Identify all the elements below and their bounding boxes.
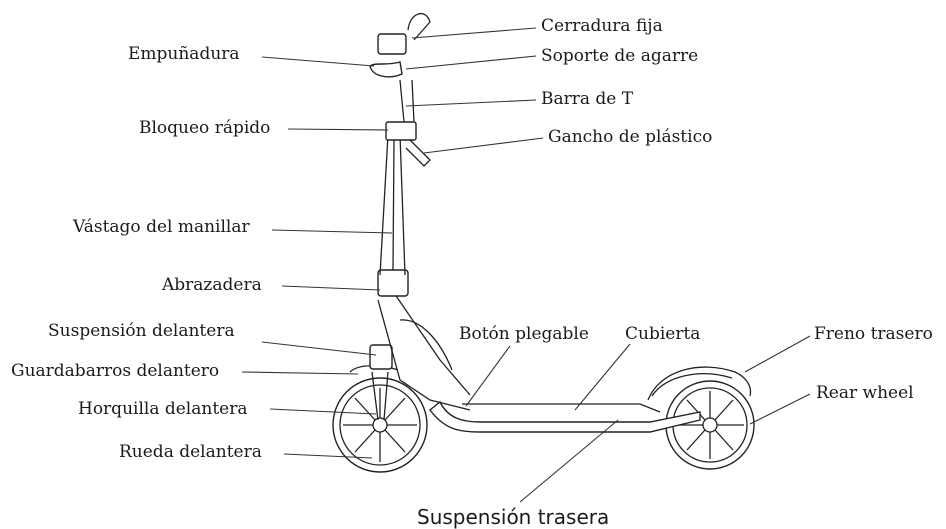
label-soporte-agarre: Soporte de agarre	[541, 46, 699, 66]
label-cerradura-fija: Cerradura fija	[541, 16, 663, 36]
label-horquilla-delantera: Horquilla delantera	[78, 399, 248, 419]
label-abrazadera: Abrazadera	[162, 275, 262, 295]
label-bloqueo-rapido: Bloqueo rápido	[139, 118, 271, 138]
label-empunadura: Empuñadura	[128, 44, 240, 64]
front-fork	[371, 371, 389, 421]
label-rueda-delantera: Rueda delantera	[119, 442, 262, 462]
label-guardabarros-delantero: Guardabarros delantero	[11, 361, 220, 381]
label-vastago-manillar: Vástago del manillar	[73, 217, 250, 237]
label-barra-t: Barra de T	[541, 89, 634, 109]
label-cubierta: Cubierta	[625, 324, 701, 344]
label-rear-wheel: Rear wheel	[816, 383, 914, 403]
label-gancho-plastico: Gancho de plástico	[548, 127, 713, 147]
label-freno-trasero: Freno trasero	[814, 324, 933, 344]
handlebar-stem	[379, 134, 406, 276]
label-suspension-trasera: Suspensión trasera	[417, 505, 610, 529]
front-wheel	[332, 377, 428, 473]
deck	[429, 400, 701, 433]
label-boton-plegable: Botón plegable	[459, 324, 589, 344]
label-suspension-delantera: Suspensión delantera	[48, 321, 235, 341]
rear-fender	[647, 366, 752, 401]
